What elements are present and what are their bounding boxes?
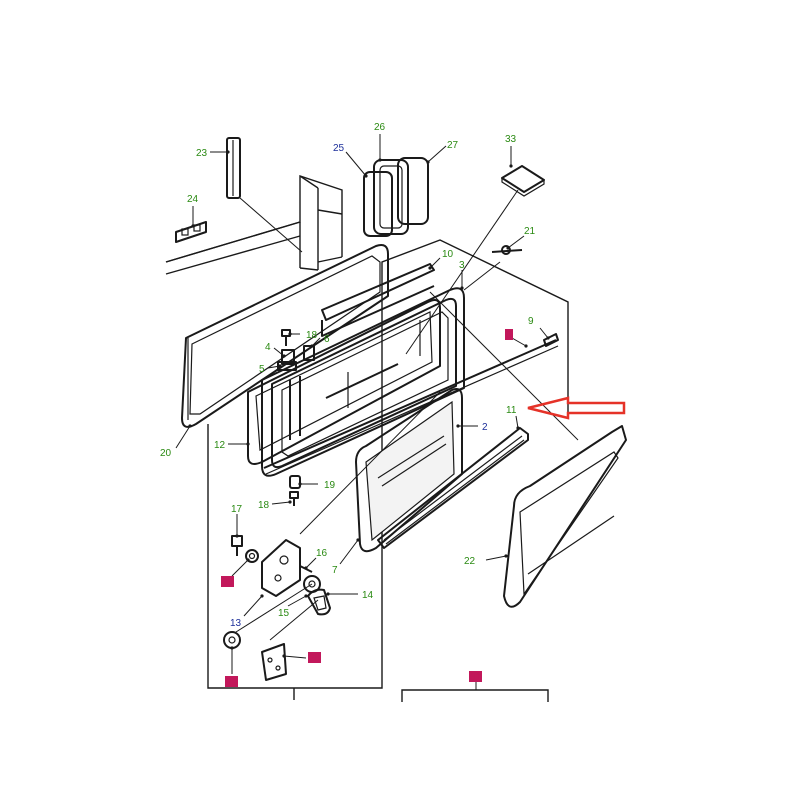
label-10: 10 [442, 249, 454, 260]
part-2-glass-pane [365, 400, 455, 542]
label-30: 30 [222, 577, 234, 588]
part-12-window-seal [247, 299, 441, 465]
label-25: 25 [333, 143, 345, 154]
part-27-seal [397, 157, 429, 225]
part-24-clip [175, 221, 207, 243]
part-20-outer-frame [181, 244, 389, 428]
label-28: 28 [309, 653, 321, 664]
part-8-rail [263, 339, 559, 475]
label-14: 14 [362, 590, 374, 601]
label-20: 20 [160, 448, 172, 459]
part-7-glass-seal [355, 388, 463, 553]
part-18-screw-upper [281, 329, 291, 346]
label-7: 7 [332, 565, 338, 576]
label-6: 6 [324, 334, 330, 345]
part-23-seal-strip [226, 137, 241, 199]
label-5: 5 [259, 364, 265, 375]
label-11: 11 [506, 405, 517, 416]
part-6-catch [303, 345, 315, 361]
part-18-screw-lower [289, 491, 299, 506]
label-15: 15 [278, 608, 290, 619]
label-leaders [175, 134, 550, 690]
pointer-arrow-icon [527, 396, 626, 420]
part-33-pad [501, 165, 545, 197]
label-2: 2 [482, 422, 488, 433]
label-16: 16 [316, 548, 328, 559]
part-22-outer-glass-frame [503, 425, 627, 608]
label-17: 17 [231, 504, 243, 515]
label-29: 29 [226, 677, 238, 688]
label-23: 23 [196, 148, 208, 159]
label-22: 22 [464, 556, 476, 567]
label-3: 3 [459, 260, 465, 271]
window-inner-track [289, 320, 421, 440]
label-24: 24 [187, 194, 199, 205]
part-21-pin [491, 245, 523, 255]
label-27: 27 [447, 140, 459, 151]
label-18-lower: 18 [258, 500, 270, 511]
part-19-bush [289, 475, 301, 489]
part-25-seal [363, 171, 393, 237]
label-26: 26 [374, 122, 386, 133]
part-labels: 23 24 25 26 27 33 21 10 3 9 8 18 6 4 5 1… [160, 122, 536, 688]
part-26-seal [373, 159, 409, 235]
label-19: 19 [324, 480, 336, 491]
part-13-latch-body [261, 539, 301, 597]
label-31: 31 [470, 672, 482, 683]
label-9: 9 [528, 316, 534, 327]
label-33: 33 [505, 134, 517, 145]
part-28-plate [261, 643, 287, 681]
part-17-bolt [231, 535, 243, 556]
label-8: 8 [506, 330, 512, 341]
part-9-end-cap [543, 333, 559, 347]
part-10-channel-frame [321, 263, 435, 337]
label-18-upper: 18 [306, 330, 318, 341]
part-30-washer [245, 549, 259, 563]
label-21: 21 [524, 226, 536, 237]
part-14-escutcheon [307, 588, 331, 616]
label-12: 12 [214, 440, 226, 451]
label-13: 13 [230, 618, 242, 629]
body-panel-outline [165, 175, 343, 275]
part-29-bush [223, 631, 241, 649]
part-11-lower-track [377, 427, 529, 549]
label-4: 4 [265, 342, 271, 353]
